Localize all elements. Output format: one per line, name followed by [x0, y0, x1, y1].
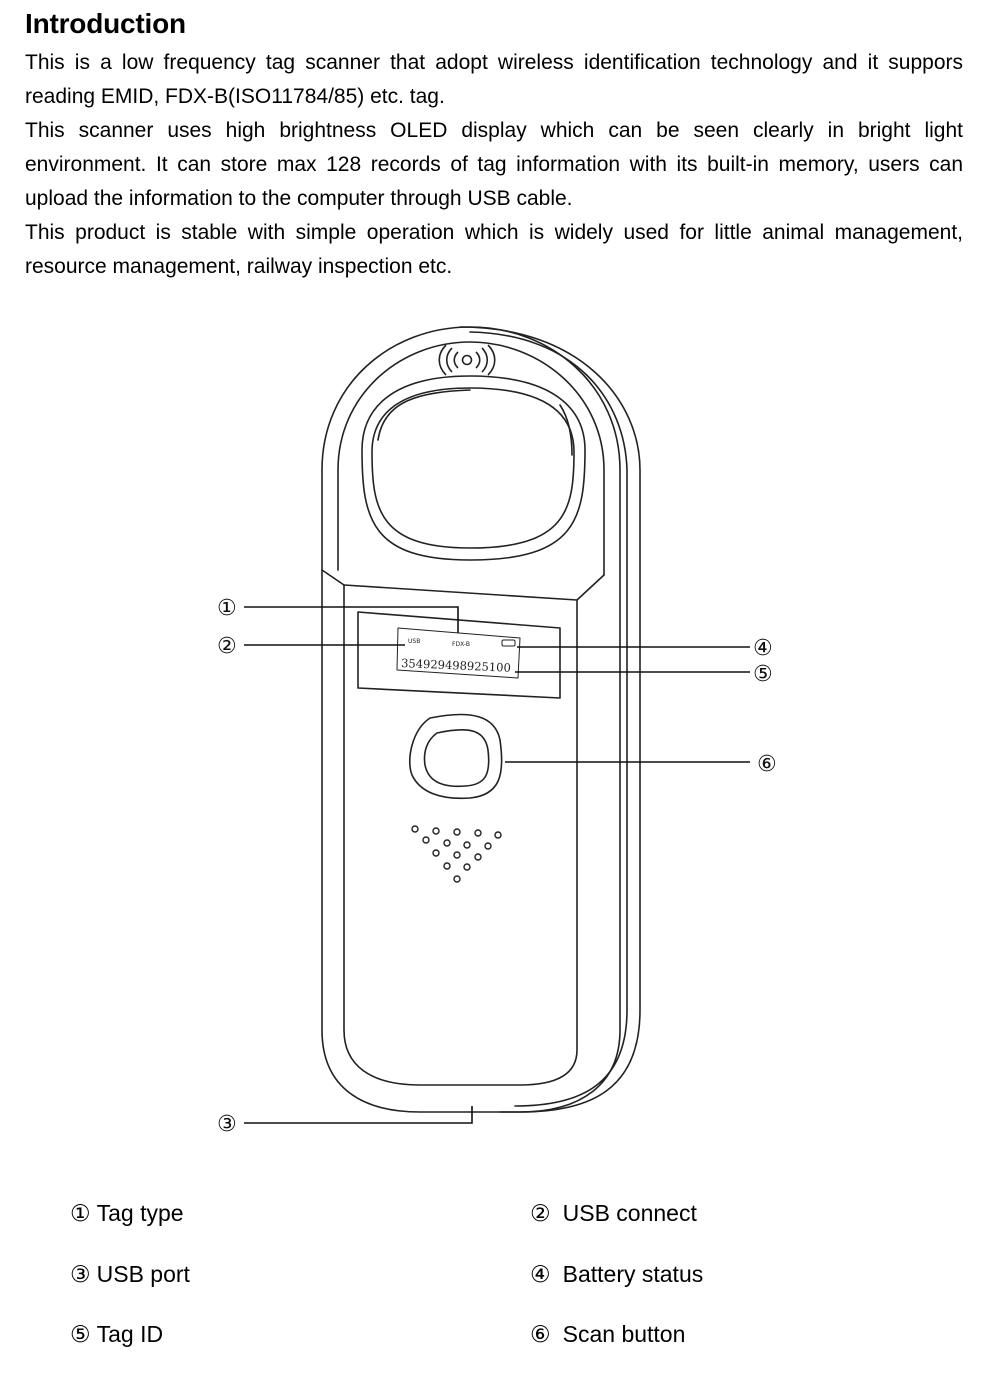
screen-tag-type-label: FDX-B [452, 641, 470, 648]
device-face-edge [321, 569, 605, 601]
screen-frame [357, 611, 561, 699]
callout-number-5: ⑤ [753, 662, 773, 687]
screen-display [396, 627, 521, 679]
scan-button-outer[interactable] [408, 713, 503, 800]
scan-button-inner[interactable] [423, 729, 490, 788]
legend-number: ⑥ [530, 1321, 551, 1347]
window-outer [361, 375, 586, 561]
battery-icon [501, 639, 516, 647]
legend-label: Battery status [562, 1261, 704, 1287]
callout-line-1 [244, 606, 459, 633]
intro-paragraph-2: This scanner uses high brightness OLED d… [25, 119, 963, 210]
speaker-grille [411, 825, 502, 883]
legend-label: Tag type [96, 1200, 184, 1226]
device-shell-back [459, 326, 641, 1113]
window-inner [371, 387, 575, 549]
legend-number: ④ [530, 1261, 551, 1287]
callout-number-1: ① [217, 596, 237, 621]
legend-number: ② [530, 1200, 551, 1226]
legend-item-battery-status: ④ Battery status [530, 1261, 703, 1288]
scanner-diagram: USB FDX-B 354929498925100 ① ② ③ ④ ⑤ ⑥ [217, 326, 777, 1137]
callout-number-2: ② [217, 634, 237, 659]
legend-item-usb-connect: ② USB connect [530, 1200, 697, 1227]
page-title: Introduction [25, 8, 186, 39]
legend-label: Scan button [562, 1321, 686, 1347]
screen-usb-label: USB [408, 638, 420, 645]
legend-number: ③ [70, 1261, 91, 1287]
rfid-signal-icon [438, 344, 496, 376]
callout-number-4: ④ [753, 636, 773, 661]
device-body-bevel [337, 341, 605, 576]
callout-line-3 [244, 1106, 473, 1124]
device-shell-back-inner [469, 331, 628, 1107]
legend-number: ⑤ [70, 1321, 91, 1347]
callout-number-6: ⑥ [757, 752, 777, 777]
intro-paragraph-3: This product is stable with simple opera… [25, 221, 963, 278]
introduction-section: Introduction This is a low frequency tag… [25, 8, 963, 284]
legend-item-scan-button: ⑥ Scan button [530, 1321, 685, 1348]
legend-label: Tag ID [96, 1321, 164, 1347]
legend-label: USB connect [562, 1200, 697, 1226]
legend-label: USB port [96, 1261, 190, 1287]
intro-paragraph-1: This is a low frequency tag scanner that… [25, 51, 963, 108]
screen-tag-id: 354929498925100 [401, 656, 511, 675]
window-inner-depth [377, 389, 573, 456]
legend-number: ① [70, 1200, 91, 1226]
callout-number-3: ③ [217, 1112, 237, 1137]
device-face-panel [343, 584, 578, 1086]
device-body-outline [321, 326, 621, 1113]
